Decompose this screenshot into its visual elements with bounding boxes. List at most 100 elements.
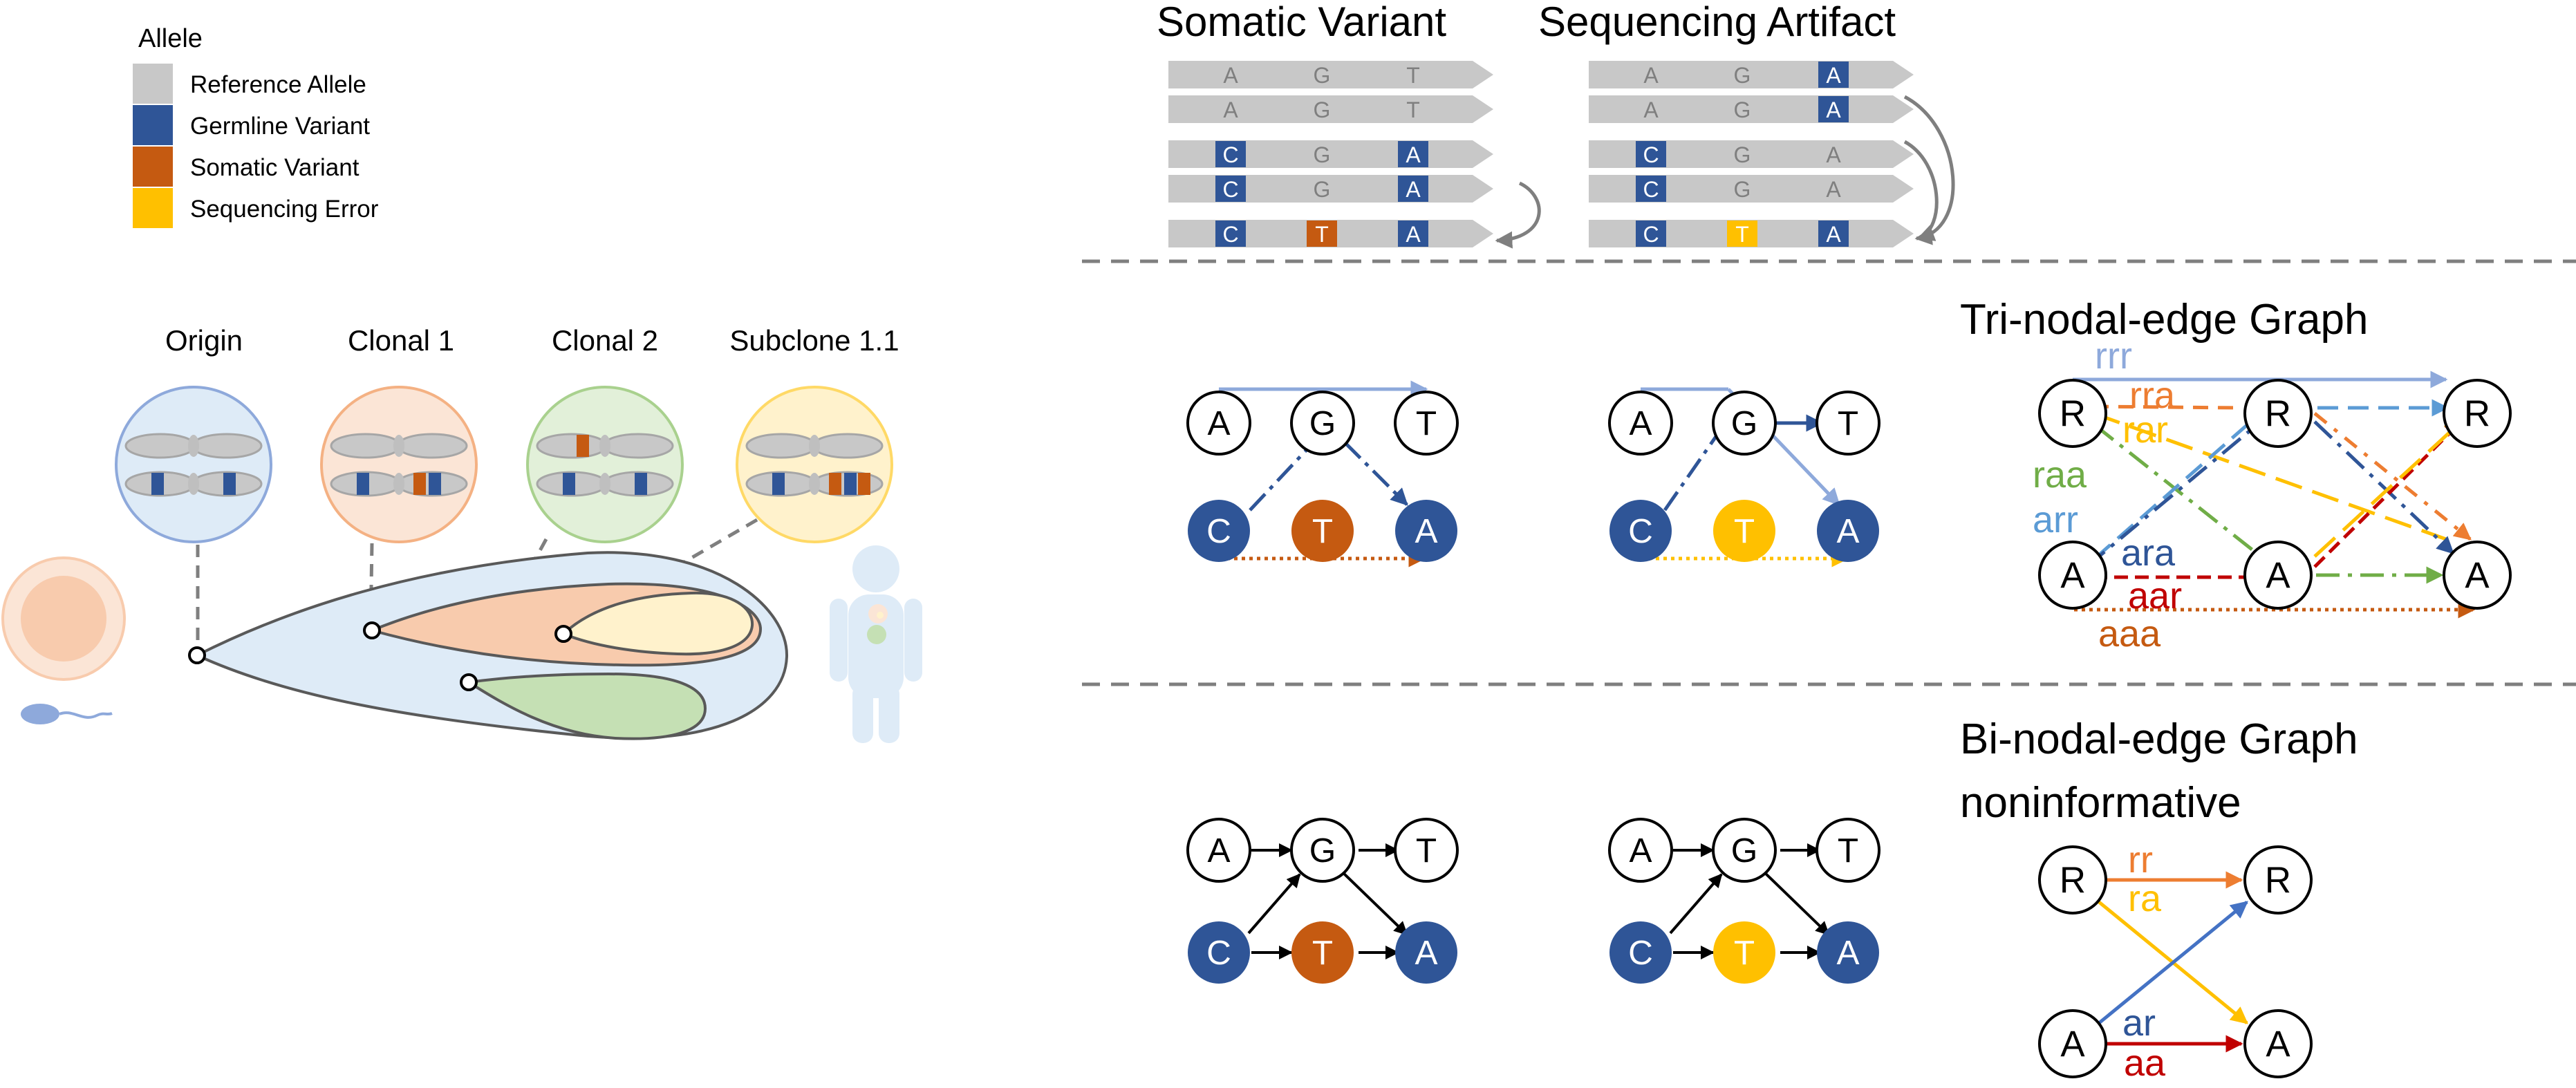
bi-node-label: R — [2265, 860, 2291, 901]
legend-swatch-germline — [133, 105, 173, 145]
node-bottom-label: A — [1836, 934, 1859, 972]
node-bottom-label: C — [1628, 512, 1653, 550]
read-base: G — [1734, 142, 1751, 167]
node-top-label: G — [1309, 832, 1336, 870]
node-top-label: A — [1207, 832, 1230, 870]
read-base: T — [1406, 63, 1420, 88]
node-top — [1712, 391, 1777, 456]
read — [1168, 95, 1493, 123]
tri-node-label: R — [2464, 393, 2490, 434]
bi-node — [2243, 845, 2313, 915]
centromere — [188, 435, 199, 457]
chromosome-arm — [812, 433, 884, 459]
allele-mark — [223, 473, 236, 495]
somatic-full-graph-edges — [1247, 843, 1408, 959]
reads-somatic-title: Somatic Variant — [1157, 0, 1446, 45]
read — [1168, 61, 1493, 88]
chromosome-arm — [396, 433, 468, 459]
reads-artifact-curve-arrow-2 — [1903, 140, 1939, 241]
centromere — [393, 473, 404, 495]
tri-edge-label-arr: arr — [2033, 499, 2078, 541]
read-base: C — [1222, 177, 1238, 202]
tri-edge-label-raa: raa — [2033, 454, 2087, 496]
read-base-highlight — [1636, 141, 1666, 167]
allele-mark — [635, 473, 647, 495]
cell-subclone-1-1 — [736, 386, 893, 543]
tri-edge-label-aar: aar — [2128, 575, 2182, 617]
node-bottom — [1713, 921, 1775, 984]
label-subclone-1-1: Subclone 1.1 — [729, 324, 899, 357]
read-base: A — [1826, 97, 1841, 122]
read-base: G — [1314, 63, 1331, 88]
bi-edge-label-ra: ra — [2128, 878, 2162, 919]
allele-mark — [858, 473, 870, 495]
bi-node-label: A — [2266, 1024, 2290, 1064]
read-base: G — [1314, 142, 1331, 167]
tri-node — [2038, 379, 2107, 448]
artifact-full-graph-edges — [1669, 843, 1830, 959]
read-base: A — [1406, 222, 1421, 247]
read-base: A — [1826, 177, 1841, 202]
node-bottom-label: A — [1836, 512, 1859, 550]
label-clonal-2: Clonal 2 — [552, 324, 658, 357]
read-base-highlight — [1636, 176, 1666, 202]
cell-origin — [115, 386, 272, 543]
tri-edge-label-ara: ara — [2121, 532, 2176, 574]
tri-node — [2243, 541, 2313, 610]
node-bottom — [1817, 500, 1879, 562]
clone-2-region — [465, 672, 707, 740]
node-bottom-label: T — [1734, 934, 1755, 972]
read — [1589, 95, 1914, 123]
clonal-evolution-panel: Origin Clonal 1 Clonal 2 Subclone 1.1 — [1, 324, 922, 743]
tri-node — [2443, 379, 2512, 448]
bi-node — [2243, 1009, 2313, 1078]
read — [1589, 175, 1914, 203]
tri-graph-edge-labels: rrr rra rar raa arr ara aar aaa — [2033, 335, 2182, 655]
read-base-highlight — [1215, 176, 1246, 202]
read-base: T — [1406, 97, 1420, 122]
read-base: A — [1826, 142, 1841, 167]
bi-graph-title-line2: noninformative — [1960, 779, 2241, 827]
bi-graph-edge-labels: rr ra ar aa — [2122, 839, 2166, 1084]
read-base-highlight — [1727, 221, 1757, 247]
read-base: G — [1314, 97, 1331, 122]
tri-node-label: A — [2465, 555, 2490, 596]
node-top — [1608, 818, 1673, 883]
tri-node-label: A — [2266, 555, 2290, 596]
node-top-label: T — [1838, 832, 1858, 870]
chromosome-arm — [536, 433, 608, 459]
tri-graph-title: Tri-nodal-edge Graph — [1960, 296, 2368, 344]
clone-2-point — [460, 673, 478, 691]
centromere — [599, 435, 610, 457]
node-bottom-label: T — [1734, 512, 1755, 550]
read-base: A — [1643, 97, 1659, 122]
legend-swatch-reference — [133, 64, 173, 104]
subclone-1-1-region — [561, 591, 754, 656]
read-base: C — [1222, 222, 1238, 247]
read — [1589, 140, 1914, 168]
centromere — [809, 473, 820, 495]
read — [1589, 61, 1914, 88]
node-bottom-label: T — [1312, 934, 1333, 972]
tri-edge-label-rrr: rrr — [2095, 335, 2132, 377]
read-base: A — [1406, 142, 1421, 167]
chromosome-arm — [124, 433, 196, 459]
node-bottom — [1817, 921, 1879, 984]
bi-node-label: A — [2060, 1024, 2085, 1064]
bi-graph-title-line1: Bi-nodal-edge Graph — [1960, 715, 2358, 763]
label-origin: Origin — [165, 324, 243, 357]
legend: Allele Reference Allele Germline Variant… — [133, 24, 379, 228]
node-top-label: G — [1731, 404, 1758, 442]
node-top-label: T — [1838, 404, 1858, 442]
clone-1-point — [363, 621, 381, 639]
node-top — [1712, 818, 1777, 883]
tri-edge-label-rar: rar — [2122, 409, 2168, 451]
tri-graph-edges — [2073, 371, 2476, 619]
cell-icon — [1, 556, 126, 681]
